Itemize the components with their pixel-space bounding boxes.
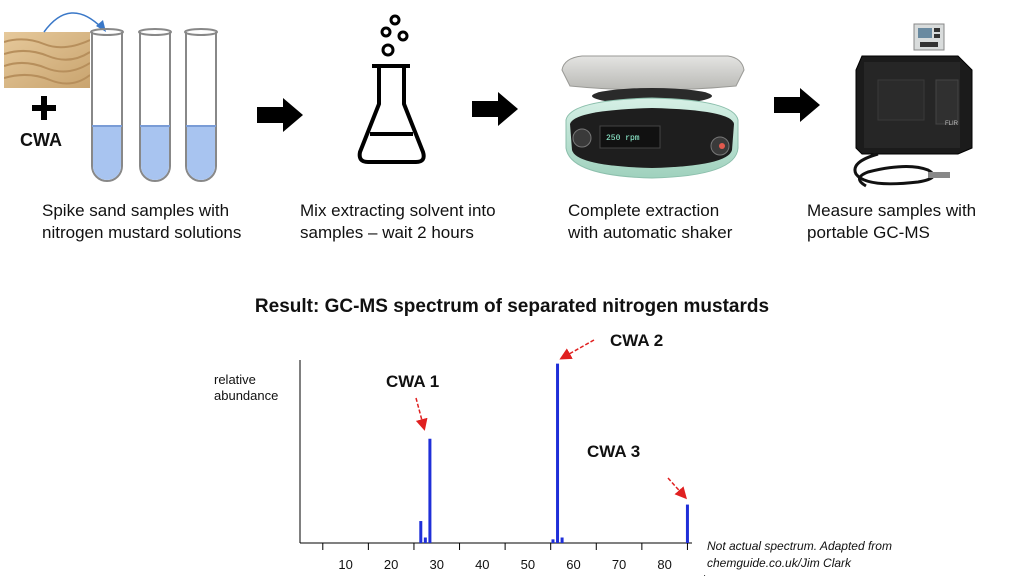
source-credit: Not actual spectrum. Adapted from chemgu… (707, 538, 892, 572)
caption-line: Mix extracting solvent into (300, 201, 496, 220)
step-3-caption: Complete extraction with automatic shake… (568, 200, 732, 244)
x-tick-label: 10 (338, 557, 352, 572)
right-arrow-icon (774, 88, 820, 122)
caption-line: Measure samples with (807, 201, 977, 220)
step-4-caption: Measure samples with portable GC-MS (807, 200, 976, 244)
x-tick-label: 30 (430, 557, 444, 572)
credit-line: Not actual spectrum. Adapted from (707, 539, 892, 553)
peak-label: CWA 3 (587, 442, 640, 461)
pointer-arrow (415, 397, 428, 431)
result-title: Result: GC-MS spectrum of separated nitr… (254, 296, 770, 317)
peak-label: CWA 2 (610, 331, 663, 350)
flask-icon (352, 12, 432, 168)
caption-line: samples – wait 2 hours (300, 223, 474, 242)
caption-line: with automatic shaker (568, 223, 733, 242)
test-tubes-icon (88, 26, 220, 186)
x-tick-label: 80 (657, 557, 671, 572)
peak-label: CWA 1 (386, 372, 439, 391)
x-axis-label: m/z (693, 574, 711, 576)
cwa-label: CWA (20, 130, 62, 150)
svg-text:FLIR: FLIR (945, 121, 959, 127)
y-axis-label: relative abundance (214, 372, 279, 403)
x-tick-label: 40 (475, 557, 489, 572)
shaker-image: 250 rpm (560, 52, 746, 184)
pointer-arrow (559, 339, 595, 360)
right-arrow-icon (472, 92, 518, 126)
step-1-caption: Spike sand samples with nitrogen mustard… (42, 200, 241, 244)
right-arrow-icon (257, 98, 303, 132)
x-tick-label: 70 (612, 557, 626, 572)
step-2-caption: Mix extracting solvent into samples – wa… (300, 200, 496, 244)
caption-line: Complete extraction (568, 201, 720, 220)
gc-ms-instrument-image: FLIR (848, 22, 978, 194)
x-tick-label: 60 (566, 557, 580, 572)
x-tick-label: 20 (384, 557, 398, 572)
caption-line: portable GC-MS (807, 223, 930, 242)
caption-line: nitrogen mustard solutions (42, 223, 242, 242)
svg-text:250 rpm: 250 rpm (606, 134, 640, 143)
test-tube-icon (90, 28, 124, 182)
pointer-arrow (667, 477, 688, 500)
sand-sample-image (3, 32, 91, 88)
caption-line: Spike sand samples with (42, 201, 230, 220)
credit-line: chemguide.co.uk/Jim Clark (707, 556, 852, 570)
plus-icon (32, 96, 56, 120)
x-tick-label: 50 (521, 557, 535, 572)
